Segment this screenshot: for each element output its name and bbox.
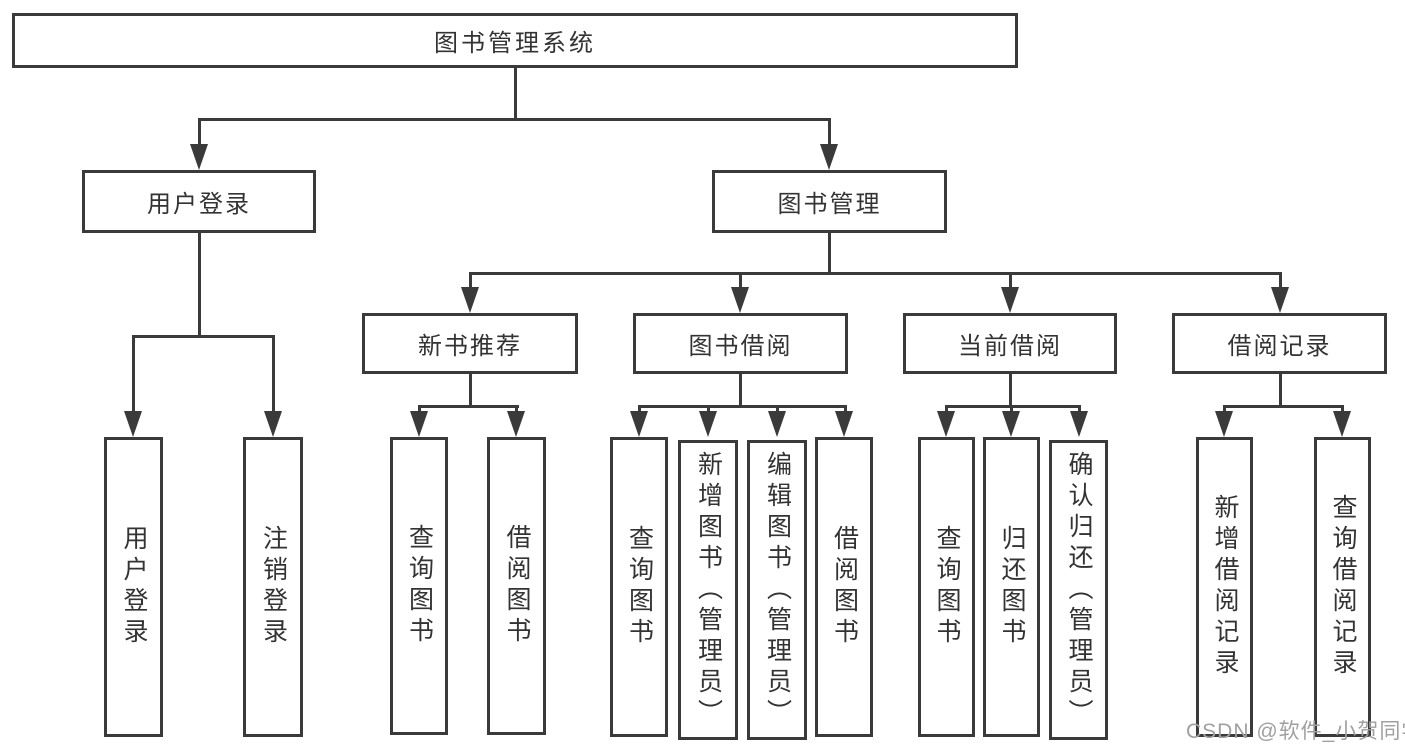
arrow-down-icon (630, 411, 648, 437)
connector-book-mgmt-bus (469, 272, 1282, 275)
node-current-borrowing: 当前借阅 (903, 313, 1117, 374)
connector-user-login-stem (198, 233, 201, 338)
arrow-down-icon (937, 411, 955, 437)
leaf-query-books-recommend: 查询图书 (390, 437, 448, 735)
arrow-down-icon (1001, 287, 1019, 313)
connector-current-borrow-drop-2 (1010, 405, 1013, 414)
watermark: CSDN @软件_小贺同学 (1186, 720, 1405, 743)
arrow-down-icon (731, 287, 749, 313)
leaf-user-login-label: 用户登录 (120, 525, 148, 649)
connector-book-mgmt-drop-1 (469, 272, 472, 290)
connector-root-stem (514, 68, 517, 121)
connector-current-borrow-drop-1 (945, 405, 948, 414)
connector-book-borrow-drop-4 (844, 405, 847, 414)
leaf-borrow-books-borrow-label: 借阅图书 (830, 525, 859, 649)
node-book-management-label: 图书管理 (777, 191, 882, 218)
connector-book-borrow-stem (739, 374, 742, 408)
leaf-confirm-return-admin-label: 确认归还（管理员） (1065, 450, 1093, 730)
connector-borrow-records-drop-1 (1223, 405, 1226, 414)
node-borrowing-records-label: 借阅记录 (1227, 333, 1332, 360)
connector-book-mgmt-drop-2 (739, 272, 742, 290)
connector-current-borrow-stem (1009, 374, 1012, 408)
connector-book-mgmt-drop-4 (1279, 272, 1282, 290)
leaf-query-borrow-record: 查询借阅记录 (1314, 437, 1371, 737)
leaf-query-borrow-record-label: 查询借阅记录 (1329, 494, 1357, 680)
connector-new-book-bus (418, 405, 519, 408)
node-borrowing-records: 借阅记录 (1172, 313, 1387, 374)
connector-new-book-drop-2 (515, 405, 518, 414)
arrow-down-icon (768, 411, 786, 437)
leaf-add-books-admin: 新增图书（管理员） (678, 440, 738, 740)
connector-user-login-drop-1 (132, 335, 135, 415)
node-user-login: 用户登录 (82, 170, 316, 233)
leaf-logout-label: 注销登录 (259, 525, 288, 649)
node-new-book-recommendation-label: 新书推荐 (418, 333, 522, 360)
connector-new-book-stem (469, 374, 472, 408)
leaf-add-borrow-record: 新增借阅记录 (1196, 437, 1253, 737)
arrow-down-icon (820, 144, 838, 170)
node-book-borrowing: 图书借阅 (633, 313, 848, 374)
arrow-down-icon (410, 411, 428, 437)
arrow-down-icon (190, 144, 208, 170)
leaf-query-books-recommend-label: 查询图书 (405, 524, 434, 648)
leaf-query-books-current: 查询图书 (918, 437, 975, 737)
connector-root-bus (198, 118, 831, 121)
leaf-edit-books-admin: 编辑图书（管理员） (747, 440, 807, 740)
leaf-return-books-label: 归还图书 (998, 525, 1026, 649)
leaf-borrow-books-recommend-label: 借阅图书 (503, 524, 531, 648)
leaf-query-books-current-label: 查询图书 (933, 525, 961, 649)
node-new-book-recommendation: 新书推荐 (362, 313, 578, 374)
connector-current-borrow-drop-3 (1078, 405, 1081, 414)
arrow-down-icon (1215, 411, 1233, 437)
connector-user-login-drop-2 (272, 335, 275, 415)
connector-book-borrow-bus (638, 405, 847, 408)
connector-user-login-bus (132, 335, 275, 338)
arrow-down-icon (264, 411, 282, 437)
leaf-add-books-admin-label: 新增图书（管理员） (694, 450, 723, 730)
connector-root-right-drop (828, 118, 831, 148)
arrow-down-icon (124, 411, 142, 437)
leaf-confirm-return-admin: 确认归还（管理员） (1049, 440, 1108, 740)
arrow-down-icon (1070, 411, 1088, 437)
arrow-down-icon (507, 411, 525, 437)
leaf-query-books-borrow: 查询图书 (610, 437, 668, 737)
arrow-down-icon (699, 411, 717, 437)
connector-book-mgmt-drop-3 (1009, 272, 1012, 290)
node-library-system-label: 图书管理系统 (434, 30, 596, 57)
arrow-down-icon (461, 287, 479, 313)
connector-new-book-drop-1 (418, 405, 421, 414)
leaf-return-books: 归还图书 (983, 437, 1040, 737)
connector-book-borrow-drop-2 (707, 405, 710, 414)
connector-borrow-records-stem (1279, 374, 1282, 408)
connector-borrow-records-bus (1223, 405, 1344, 408)
connector-current-borrow-bus (945, 405, 1081, 408)
leaf-borrow-books-borrow: 借阅图书 (815, 437, 873, 737)
connector-book-mgmt-stem (828, 233, 831, 275)
connector-borrow-records-drop-2 (1341, 405, 1344, 414)
connector-book-borrow-drop-1 (638, 405, 641, 414)
leaf-user-login: 用户登录 (104, 437, 163, 737)
node-book-management: 图书管理 (712, 170, 947, 233)
leaf-add-borrow-record-label: 新增借阅记录 (1211, 494, 1239, 680)
connector-root-left-drop (198, 118, 201, 148)
node-library-system: 图书管理系统 (12, 13, 1018, 68)
leaf-edit-books-admin-label: 编辑图书（管理员） (763, 450, 792, 730)
node-current-borrowing-label: 当前借阅 (958, 333, 1062, 360)
leaf-logout: 注销登录 (243, 437, 303, 737)
arrow-down-icon (1333, 411, 1351, 437)
node-user-login-label: 用户登录 (147, 191, 251, 218)
leaf-query-books-borrow-label: 查询图书 (625, 525, 654, 649)
node-book-borrowing-label: 图书借阅 (688, 333, 793, 360)
arrow-down-icon (1002, 411, 1020, 437)
arrow-down-icon (1271, 287, 1289, 313)
leaf-borrow-books-recommend: 借阅图书 (487, 437, 546, 735)
connector-book-borrow-drop-3 (776, 405, 779, 414)
arrow-down-icon (835, 411, 853, 437)
